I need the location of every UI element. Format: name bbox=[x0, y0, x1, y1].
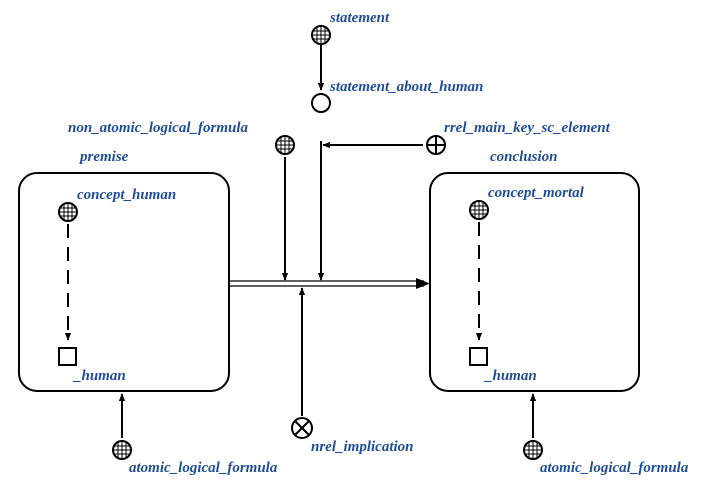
atomic-left-label: atomic_logical_formula bbox=[129, 460, 278, 476]
premise-label: premise bbox=[80, 149, 129, 165]
human-right-label: _human bbox=[485, 368, 537, 384]
non-atomic-node-grid-circle-icon[interactable] bbox=[275, 135, 295, 155]
human-left-label: _human bbox=[74, 368, 126, 384]
rrel-node-circle-plus-icon[interactable] bbox=[426, 135, 446, 155]
concept-mortal-node-grid-circle-icon[interactable] bbox=[469, 200, 489, 220]
statement-about-human-node-empty-circle-icon[interactable] bbox=[311, 93, 331, 113]
statement-node-grid-circle-icon[interactable] bbox=[311, 25, 331, 45]
premise-contour[interactable] bbox=[18, 172, 230, 392]
atomic-right-label: atomic_logical_formula bbox=[540, 460, 689, 476]
conclusion-contour[interactable] bbox=[429, 172, 640, 392]
implication-edge[interactable] bbox=[229, 278, 430, 289]
non-atomic-logical-formula-label: non_atomic_logical_formula bbox=[68, 120, 249, 136]
conclusion-label: conclusion bbox=[490, 149, 558, 165]
concept-human-label: concept_human bbox=[77, 187, 177, 203]
statement-about-human-label: statement_about_human bbox=[330, 79, 484, 95]
human-left-node-square-node-icon[interactable] bbox=[58, 347, 77, 366]
statement-label: statement bbox=[330, 10, 390, 26]
concept-human-node-grid-circle-icon[interactable] bbox=[58, 202, 78, 222]
concept-mortal-label: concept_mortal bbox=[488, 185, 584, 201]
nrel-implication-label: nrel_implication bbox=[311, 439, 414, 455]
human-right-node-square-node-icon[interactable] bbox=[469, 347, 488, 366]
atomic-right-node-grid-circle-icon[interactable] bbox=[523, 440, 543, 460]
atomic-left-node-grid-circle-icon[interactable] bbox=[112, 440, 132, 460]
rrel-main-key-label: rrel_main_key_sc_element bbox=[444, 120, 610, 136]
nrel-node-circle-x-icon[interactable] bbox=[291, 417, 313, 439]
